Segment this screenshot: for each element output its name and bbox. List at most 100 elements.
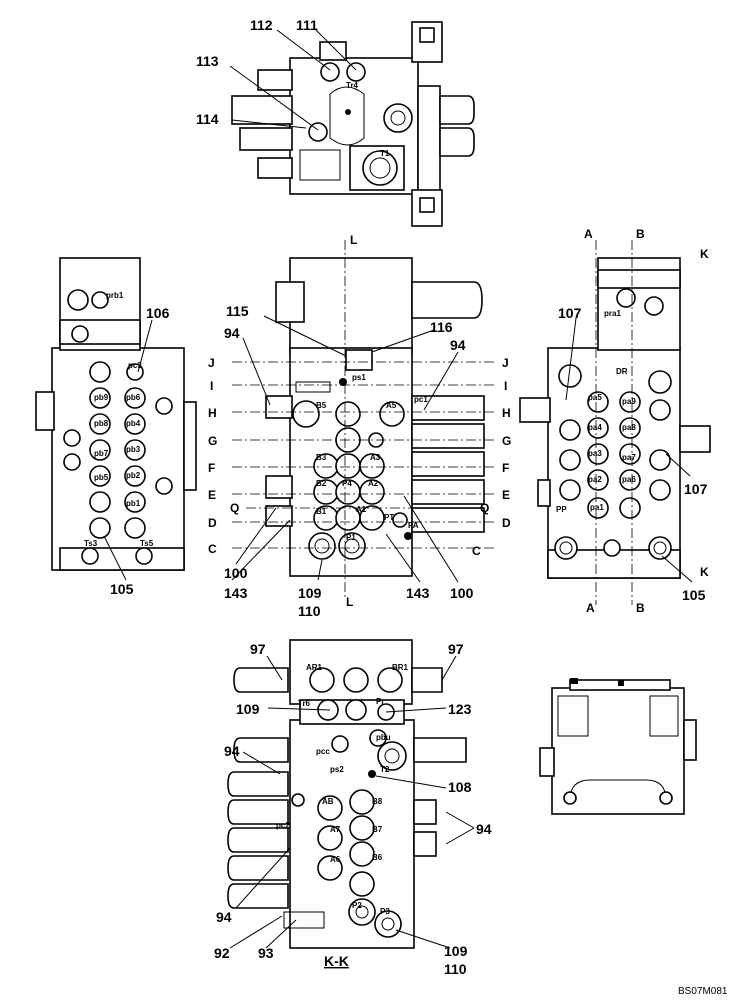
- port-label: Ts5: [140, 539, 154, 548]
- port-label: pa4: [588, 423, 602, 432]
- port-label: Tr4: [346, 81, 359, 90]
- port-label: Ts3: [84, 539, 98, 548]
- right-side-view: [519, 257, 711, 579]
- port-label: P2: [352, 901, 362, 910]
- port-label: B5: [316, 401, 327, 410]
- port-label: B6: [372, 853, 383, 862]
- callout-143: 143: [224, 585, 248, 601]
- top-view: [231, 21, 475, 227]
- port-label: T2: [380, 765, 390, 774]
- port-label: PP: [556, 505, 567, 514]
- port-label: AR1: [306, 663, 323, 672]
- rear-view: [539, 678, 697, 815]
- port-label: A7: [330, 825, 341, 834]
- port-label: PT: [384, 513, 394, 522]
- port-label: pb3: [126, 445, 141, 454]
- section-mark-f-right: F: [502, 461, 509, 475]
- callout-94: 94: [450, 337, 466, 353]
- section-mark-a-top: A: [584, 227, 593, 241]
- callout-93: 93: [258, 945, 274, 961]
- port-label: A3: [370, 453, 381, 462]
- section-mark-f-left: F: [208, 461, 215, 475]
- port-label: pa3: [588, 449, 602, 458]
- callout-107: 107: [684, 481, 708, 497]
- port-label: ps1: [352, 373, 366, 382]
- callout-107: 107: [558, 305, 582, 321]
- section-mark-c-left: C: [208, 542, 217, 556]
- section-marks: J I H G F E D C J I H G F E D C Q Q L L …: [208, 227, 709, 615]
- callout-97: 97: [448, 641, 464, 657]
- port-label: P1: [346, 533, 356, 542]
- port-label: PA: [408, 521, 419, 530]
- callout-108: 108: [448, 779, 472, 795]
- port-label: pa8: [622, 423, 636, 432]
- section-mark-j-left: J: [208, 356, 215, 370]
- port-label: pc1: [414, 395, 428, 404]
- port-label: pbu: [376, 733, 391, 742]
- section-mark-i-right: I: [504, 379, 507, 393]
- section-mark-h-right: H: [502, 406, 511, 420]
- callout-123: 123: [448, 701, 472, 717]
- section-mark-k-top: K: [700, 247, 709, 261]
- port-label: pra1: [604, 309, 621, 318]
- port-label: A2: [368, 479, 379, 488]
- port-label: Pr: [376, 697, 384, 706]
- callout-97: 97: [250, 641, 266, 657]
- port-label: B8: [372, 797, 383, 806]
- section-mark-e-right: E: [502, 488, 510, 502]
- callout-116: 116: [430, 319, 453, 335]
- port-label: pb8: [94, 419, 109, 428]
- port-label: prb1: [106, 291, 124, 300]
- port-label: DR: [616, 367, 628, 376]
- port-label: pa6: [622, 475, 636, 484]
- callout-100: 100: [450, 585, 474, 601]
- callout-105: 105: [110, 581, 134, 597]
- section-mark-i-left: I: [210, 379, 213, 393]
- port-label: pb7: [94, 449, 109, 458]
- port-label: pb4: [126, 419, 141, 428]
- port-label: A1: [356, 505, 367, 514]
- callout-111: 111: [296, 17, 318, 33]
- section-mark-e-left: E: [208, 488, 216, 502]
- callout-106: 106: [146, 305, 170, 321]
- port-label: Tr6: [298, 699, 311, 708]
- callout-114: 114: [196, 111, 219, 127]
- port-label: pa5: [588, 393, 602, 402]
- callout-110: 110: [298, 603, 321, 619]
- port-label: pb1: [126, 499, 141, 508]
- section-mark-g-right: G: [502, 434, 511, 448]
- callout-109: 109: [298, 585, 322, 601]
- callouts: 112 111 113 114 106 115 116 94 94 107 10…: [110, 17, 708, 977]
- port-label: pb5: [94, 473, 109, 482]
- port-label: B7: [372, 825, 383, 834]
- callout-100: 100: [224, 565, 248, 581]
- callout-113: 113: [196, 53, 219, 69]
- callout-94: 94: [476, 821, 492, 837]
- port-label: B2: [316, 479, 327, 488]
- port-label: pb6: [126, 393, 141, 402]
- port-label: A6: [330, 855, 341, 864]
- section-mark-a-bottom: A: [586, 601, 595, 615]
- port-label: P4: [342, 479, 352, 488]
- callout-92: 92: [214, 945, 230, 961]
- callout-105: 105: [682, 587, 706, 603]
- callout-110: 110: [444, 961, 467, 977]
- port-label: B1: [316, 507, 327, 516]
- section-mark-h-left: H: [208, 406, 217, 420]
- port-label: A5: [386, 401, 397, 410]
- port-label: pc2: [276, 821, 290, 830]
- callout-112: 112: [250, 17, 273, 33]
- port-label: B3: [316, 453, 327, 462]
- section-mark-q-left: Q: [230, 501, 239, 515]
- section-mark-k-bottom: K: [700, 565, 709, 579]
- left-side-view: [35, 257, 197, 571]
- section-mark-c-right: C: [472, 544, 481, 558]
- section-mark-b-top: B: [636, 227, 645, 241]
- section-mark-b-bottom: B: [636, 601, 645, 615]
- section-mark-l-bottom: L: [346, 595, 353, 609]
- port-labels: Tr4 T1 prb1 pc3 pb9 pb8 pb6 pb4 pb7 pb3 …: [84, 81, 636, 916]
- section-mark-d-right: D: [502, 516, 511, 530]
- port-label: AB: [322, 797, 334, 806]
- port-label: pb2: [126, 471, 141, 480]
